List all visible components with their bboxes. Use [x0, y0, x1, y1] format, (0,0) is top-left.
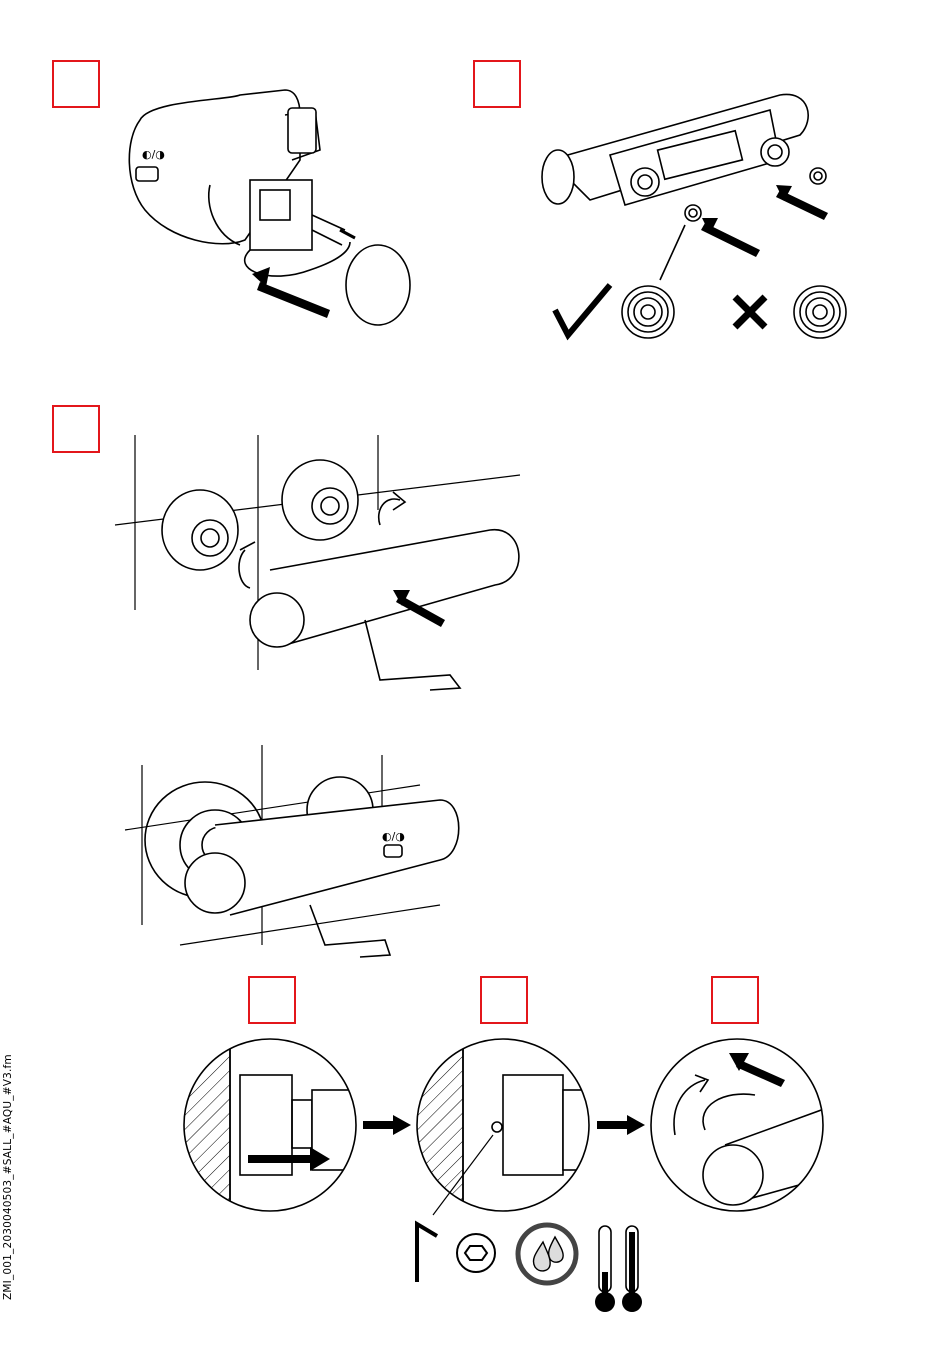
- step-box-4: [248, 976, 296, 1024]
- file-label: ZMI_001_2030040503_#SALL_#AQU_#V3.fm: [2, 1054, 14, 1300]
- figure-detail-rotate: [645, 1035, 830, 1215]
- figure-detail-screw: [413, 1035, 593, 1215]
- arrow-right-1: [363, 1115, 413, 1135]
- svg-text:◐/◑: ◐/◑: [142, 148, 165, 161]
- figure-detail-insert: [180, 1035, 360, 1215]
- figure-mounted: ◐/◑: [120, 745, 480, 965]
- figure-cartridge-insert: ◐/◑: [110, 80, 430, 340]
- checkmark-icon: [555, 285, 610, 335]
- arrow-right-2: [597, 1115, 647, 1135]
- step-box-5: [480, 976, 528, 1024]
- figure-wall-mount: [110, 430, 540, 710]
- step-box-1: [52, 60, 100, 108]
- step-box-3: [52, 405, 100, 453]
- svg-text:◐/◑: ◐/◑: [382, 830, 405, 843]
- water-drops-icon: [515, 1222, 580, 1287]
- cross-icon: [735, 297, 765, 327]
- step-box-6: [711, 976, 759, 1024]
- allen-key-icon: [413, 1218, 443, 1288]
- step-box-2: [473, 60, 521, 108]
- hex-socket-icon: [455, 1232, 497, 1274]
- figure-body-seals: [530, 80, 860, 350]
- thermometer-icon: [590, 1222, 650, 1314]
